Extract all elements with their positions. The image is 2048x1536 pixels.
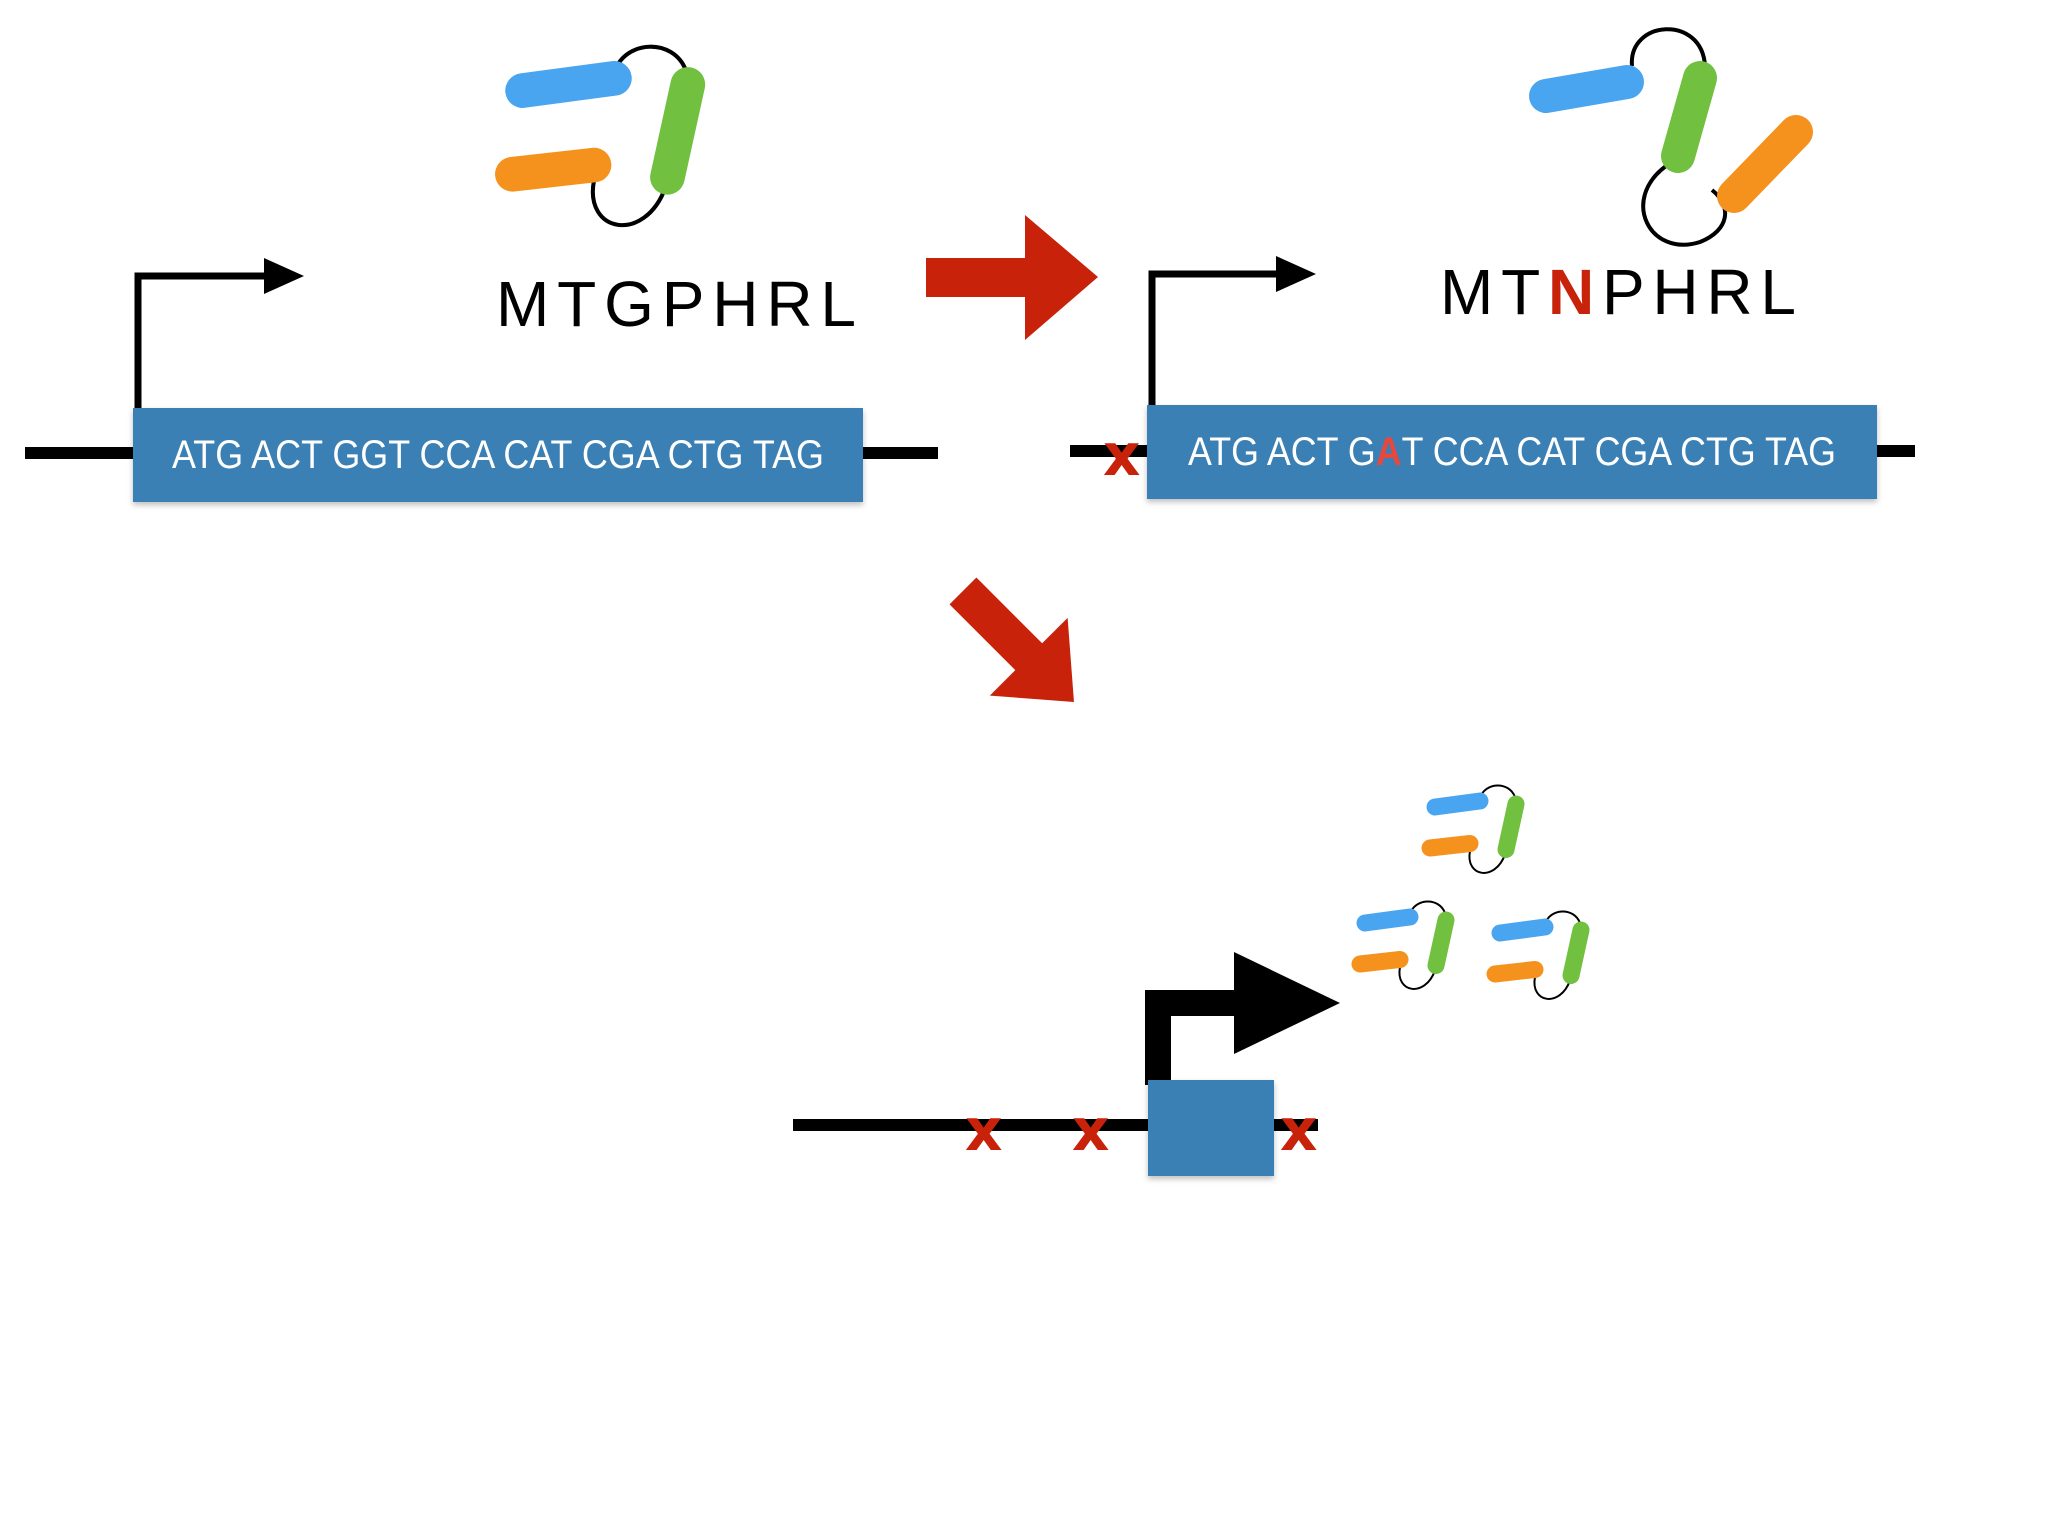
promoter-arrow-head xyxy=(1234,952,1340,1054)
mutation-x-icon: x xyxy=(965,1096,1002,1164)
sequence-before: ATG ACT G xyxy=(1188,430,1376,474)
promoter-arrow-icon xyxy=(134,272,268,412)
process-arrow-icon xyxy=(926,215,1098,340)
promoter-arrow-head xyxy=(1276,256,1316,292)
sequence-after: T CCA CAT CGA CTG TAG xyxy=(1402,430,1836,474)
protein-icon xyxy=(1495,911,1581,998)
protein-icon xyxy=(1360,901,1446,988)
protein-sequence: MTGPHRL xyxy=(496,268,856,340)
promoter-arrow-head xyxy=(264,258,304,294)
protein-icon xyxy=(512,47,687,225)
gene-box xyxy=(1147,405,1877,499)
gene-box xyxy=(133,408,863,502)
dna-sequence-mutant: ATG ACT GAT CCA CAT CGA CTG TAG xyxy=(1188,430,1836,474)
misfolded-protein-icon xyxy=(1529,27,1813,247)
residues-before: MT xyxy=(1440,256,1540,328)
dna-sequence: ATG ACT GGT CCA CAT CGA CTG TAG xyxy=(172,433,824,477)
gene-box xyxy=(1148,1080,1274,1176)
promoter-arrow-icon xyxy=(1145,990,1245,1085)
mutated-residue: N xyxy=(1548,256,1594,328)
mutated-base: A xyxy=(1376,430,1402,474)
mutation-x-icon: x xyxy=(1103,421,1140,489)
promoter-arrow-icon xyxy=(1148,270,1280,408)
panel-wildtype: ATG ACT GGT CCA CAT CGA CTG TAG MTGPHRL xyxy=(25,47,938,502)
panel-promoter-mutation: x x x xyxy=(793,785,1581,1176)
mutation-x-icon: x xyxy=(1280,1096,1317,1164)
residues-after: PHRL xyxy=(1602,256,1796,328)
mutation-x-icon: x xyxy=(1072,1096,1109,1164)
process-arrow-icon xyxy=(949,577,1074,702)
protein-icon xyxy=(1430,785,1516,872)
